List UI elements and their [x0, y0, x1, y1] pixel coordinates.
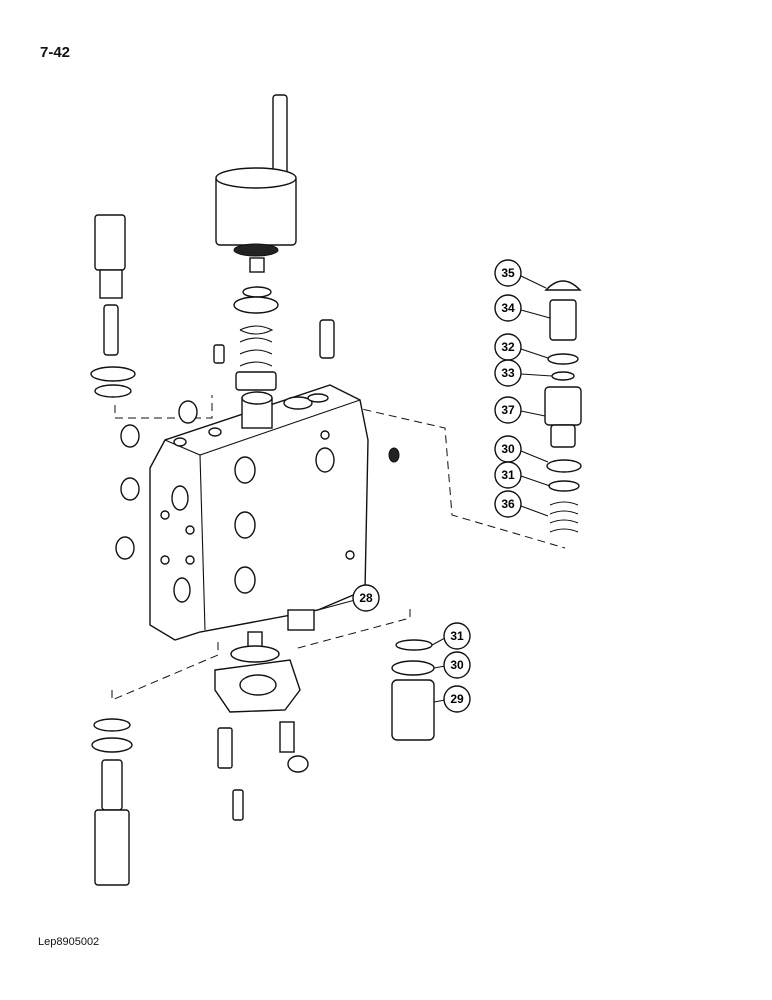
dashed-assembly-lines: [111, 394, 566, 701]
svg-text:30: 30: [450, 658, 464, 672]
callout-34: 34: [494, 294, 522, 322]
right-parts-column: [391, 280, 582, 741]
callout-29: 29: [443, 685, 471, 713]
svg-text:29: 29: [450, 692, 464, 706]
relief-valve-cartridge-bottom: [91, 718, 133, 886]
svg-text:32: 32: [501, 340, 515, 354]
svg-text:28: 28: [359, 591, 373, 605]
valve-body: [149, 384, 369, 641]
callout-36: 36: [494, 490, 522, 518]
callout-28: 28: [352, 584, 380, 612]
callout-30-bottom: 30: [443, 651, 471, 679]
callout-35: 35: [494, 259, 522, 287]
svg-text:34: 34: [501, 301, 515, 315]
callout-32: 32: [494, 333, 522, 361]
small-plugs: [213, 319, 400, 463]
drawing-reference-code: Lep8905002: [38, 936, 100, 948]
svg-text:30: 30: [501, 442, 515, 456]
svg-text:31: 31: [450, 629, 464, 643]
bottom-flange-assembly: [214, 631, 309, 821]
callout-leaders: [317, 275, 553, 703]
callout-30-top: 30: [494, 435, 522, 463]
callout-31-top: 31: [494, 461, 522, 489]
svg-text:33: 33: [501, 366, 515, 380]
relief-valve-cartridge-top: [90, 214, 198, 560]
callout-31-bottom: 31: [443, 622, 471, 650]
solenoid-assembly: [215, 94, 297, 391]
svg-text:31: 31: [501, 468, 515, 482]
callout-33: 33: [494, 359, 522, 387]
svg-text:37: 37: [501, 403, 515, 417]
callout-37: 37: [494, 396, 522, 424]
svg-text:36: 36: [501, 497, 515, 511]
page-number: 7-42: [40, 44, 71, 61]
svg-text:35: 35: [501, 266, 515, 280]
